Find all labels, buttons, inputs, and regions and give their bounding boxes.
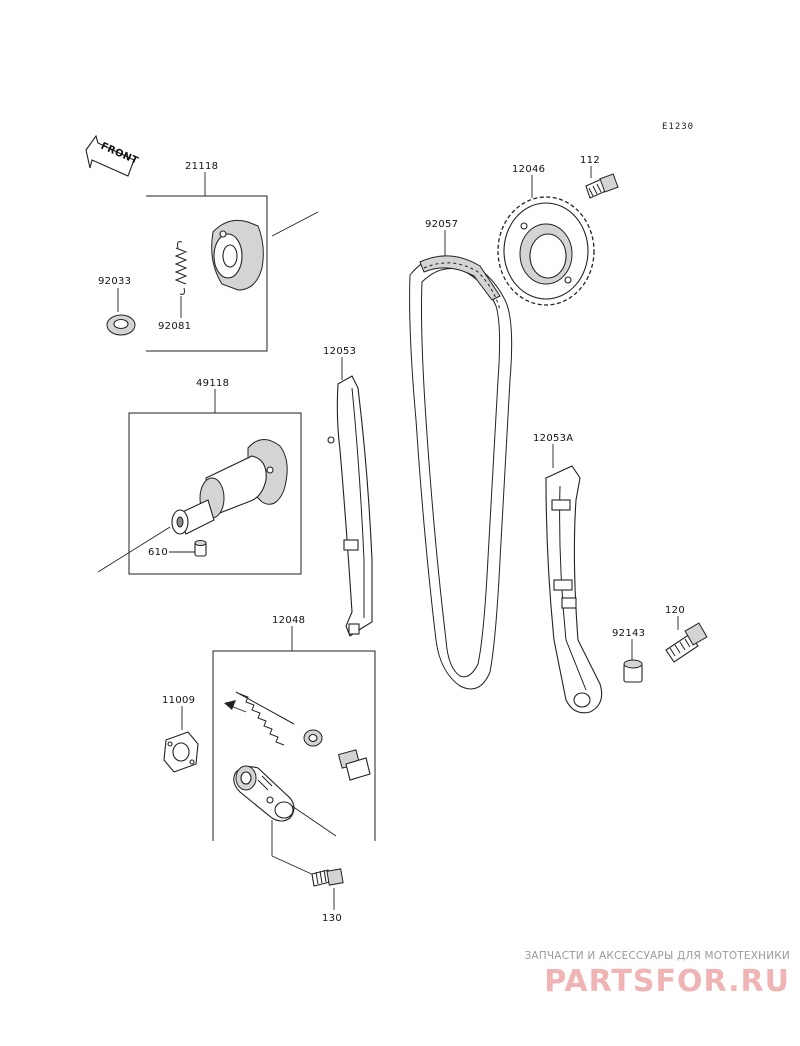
part-label-21118: 21118: [185, 161, 218, 172]
group-12053: 12053: [323, 346, 373, 637]
part-label-610: 610: [148, 547, 168, 558]
bolt-112-part: [585, 173, 619, 199]
part-label-120: 120: [665, 605, 685, 616]
group-12048: 12048 11009: [162, 615, 376, 924]
watermark: ЗАПЧАСТИ И АКСЕССУАРЫ ДЛЯ МОТОТЕХНИКИ PA…: [480, 950, 790, 999]
part-label-92057: 92057: [425, 219, 458, 230]
part-label-92143: 92143: [612, 628, 645, 639]
bolt-120-part: [665, 622, 708, 663]
part-label-11009: 11009: [162, 695, 195, 706]
chain-guide-front-part: [327, 375, 373, 637]
washer-part: [106, 314, 136, 336]
watermark-logo: PARTSFOR.RU: [544, 964, 790, 999]
gasket-part: [163, 731, 199, 773]
part-label-49118: 49118: [196, 378, 229, 389]
part-label-12046: 12046: [512, 164, 545, 175]
group-49118: 49118 610: [97, 378, 302, 575]
tensioner-cap-bolt-part: [337, 749, 371, 781]
cam-lever-part: [211, 219, 264, 291]
camshaft-part: [171, 439, 288, 535]
part-label-130: 130: [322, 913, 342, 924]
bolt-130-part: [311, 868, 344, 887]
part-label-12053: 12053: [323, 346, 356, 357]
group-12046: 12046 112: [497, 155, 619, 306]
spring-part: [174, 241, 188, 295]
group-12053A: 12053A 92143 120: [533, 433, 708, 714]
front-arrow-icon: FRONT: [85, 134, 140, 177]
part-label-12048: 12048: [272, 615, 305, 626]
chain-guide-rear-part: [545, 465, 603, 714]
part-label-112: 112: [580, 155, 600, 166]
part-label-92081: 92081: [158, 321, 191, 332]
part-label-12053A: 12053A: [533, 433, 573, 444]
group-21118: 21118 92081 92033: [98, 161, 319, 352]
diagram-code: E1230: [662, 122, 694, 132]
pin-part: [194, 540, 207, 557]
watermark-caption: ЗАПЧАСТИ И АКСЕССУАРЫ ДЛЯ МОТОТЕХНИКИ: [524, 950, 790, 962]
tensioner-washer-part: [303, 729, 323, 747]
group-92057: 92057: [409, 219, 513, 690]
cam-chain-part: [409, 255, 513, 690]
cam-sprocket-part: [497, 196, 595, 306]
tensioner-spring-part: [235, 691, 295, 746]
part-label-92033: 92033: [98, 276, 131, 287]
collar-part: [623, 659, 643, 683]
tensioner-body-part: [233, 765, 295, 822]
